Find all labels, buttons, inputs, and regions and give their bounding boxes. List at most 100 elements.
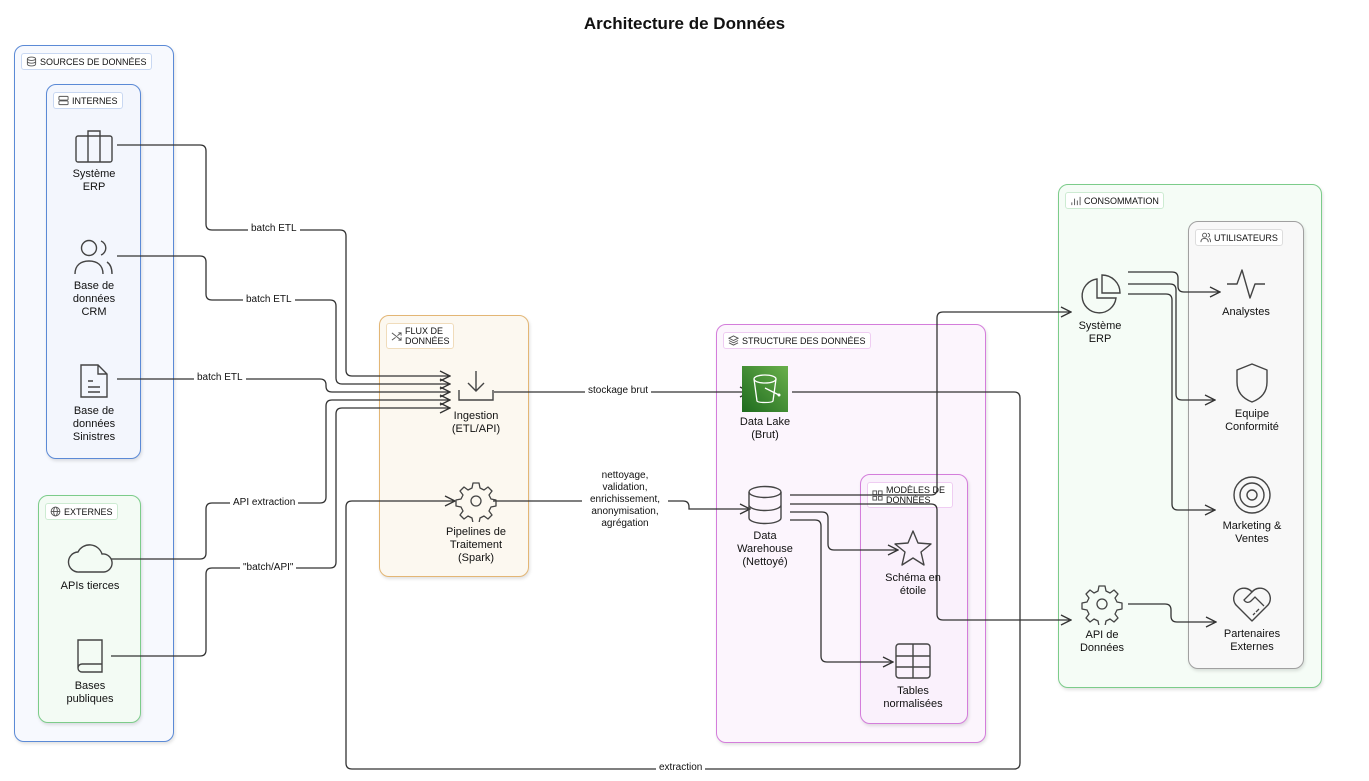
- edge-sinistres-ingestion: [117, 378, 450, 392]
- node-apis-tierces[interactable]: APIs tierces: [30, 540, 150, 593]
- group-label-text: INTERNES: [72, 95, 118, 106]
- group-label-text: EXTERNES: [64, 506, 113, 517]
- group-flux: FLUX DE DONNÉES: [379, 315, 529, 577]
- node-label: Equipe Conformité: [1225, 408, 1279, 433]
- table-icon: [895, 643, 931, 679]
- briefcase-icon: [75, 130, 113, 163]
- node-bases-publiques[interactable]: Bases publiques: [30, 636, 150, 706]
- node-label: Tables normalisées: [883, 685, 943, 710]
- handshake-heart-icon: [1233, 587, 1271, 622]
- diagram-title: Architecture de Données: [583, 14, 786, 33]
- book-icon: [77, 639, 103, 673]
- node-data-lake[interactable]: Data Lake (Brut): [705, 366, 825, 442]
- bar-chart-icon: [1071, 196, 1081, 206]
- node-marketing[interactable]: Marketing & Ventes: [1192, 474, 1312, 546]
- edge-erp-marketing: [1128, 293, 1215, 510]
- group-utilisateurs: UTILISATEURS: [1188, 221, 1304, 669]
- node-crm[interactable]: Base de données CRM: [34, 238, 154, 319]
- target-icon: [1233, 476, 1271, 514]
- group-label-structure: STRUCTURE DES DONNÉES: [723, 332, 871, 349]
- gear-icon: [1081, 585, 1123, 625]
- group-label-text: MODÈLES DE DONNÉES: [886, 485, 946, 505]
- group-label-text: CONSOMMATION: [1084, 195, 1159, 206]
- edge-api-partenaires: [1128, 603, 1216, 622]
- users-icon: [1200, 232, 1211, 243]
- node-tables-normalisees[interactable]: Tables normalisées: [853, 641, 973, 711]
- node-label: Data Warehouse (Nettoyé): [737, 530, 793, 568]
- group-label-externes: EXTERNES: [45, 503, 118, 520]
- edge-label-erp-batch: batch ETL: [248, 223, 300, 235]
- server-icon: [58, 95, 69, 106]
- node-schema-etoile[interactable]: Schéma en étoile: [853, 528, 973, 598]
- group-label-flux: FLUX DE DONNÉES: [386, 323, 454, 349]
- node-analystes[interactable]: Analystes: [1186, 266, 1306, 319]
- edge-label-crm-batch: batch ETL: [243, 294, 295, 306]
- node-label: Ingestion (ETL/API): [451, 410, 501, 435]
- edge-crm-ingestion: [117, 255, 450, 384]
- globe-icon: [50, 506, 61, 517]
- node-label: Système ERP: [1078, 320, 1122, 345]
- database-icon: [748, 485, 782, 525]
- edge-erp-conformite: [1128, 283, 1215, 400]
- activity-icon: [1227, 269, 1265, 299]
- edge-publiques-ingestion: [111, 408, 450, 657]
- node-label: Analystes: [1222, 306, 1270, 318]
- node-label: Bases publiques: [66, 680, 114, 705]
- layers-icon: [728, 335, 739, 346]
- edge-label-sinistres-batch: batch ETL: [194, 372, 246, 384]
- edge-label-api-extraction: API extraction: [230, 497, 299, 509]
- shield-icon: [1236, 363, 1268, 403]
- group-externes: EXTERNES: [38, 495, 141, 723]
- node-sinistres[interactable]: Base de données Sinistres: [34, 361, 154, 444]
- gear-icon: [455, 482, 497, 522]
- node-ingestion[interactable]: Ingestion (ETL/API): [416, 368, 536, 436]
- group-label-utilisateurs: UTILISATEURS: [1195, 229, 1283, 246]
- database-icon: [26, 56, 37, 67]
- node-label: Pipelines de Traitement (Spark): [446, 526, 506, 564]
- node-erp-consumer[interactable]: Système ERP: [1040, 274, 1160, 346]
- grid-icon: [872, 489, 883, 501]
- star-icon: [894, 530, 932, 566]
- bucket-icon: [742, 366, 788, 412]
- node-data-warehouse[interactable]: Data Warehouse (Nettoyé): [705, 484, 825, 569]
- node-label: Marketing & Ventes: [1222, 520, 1282, 545]
- group-label-text: SOURCES DE DONNÉES: [40, 56, 147, 67]
- node-label: Base de données CRM: [72, 280, 116, 318]
- edge-warehouse-schema: [790, 511, 898, 550]
- node-label: Base de données Sinistres: [72, 405, 116, 443]
- cloud-icon: [67, 544, 113, 573]
- download-tray-icon: [458, 371, 494, 401]
- node-api-donnees[interactable]: API de Données: [1042, 583, 1162, 655]
- edge-warehouse-erp: [790, 312, 1071, 496]
- group-label-consommation: CONSOMMATION: [1065, 192, 1164, 209]
- pie-chart-icon: [1081, 274, 1121, 314]
- users-icon: [74, 239, 113, 275]
- node-label: Schéma en étoile: [885, 572, 941, 597]
- node-conformite[interactable]: Equipe Conformité: [1192, 362, 1312, 434]
- group-label-sources: SOURCES DE DONNÉES: [21, 53, 152, 70]
- node-label: Partenaires Externes: [1223, 628, 1281, 653]
- edge-label-stockage-brut: stockage brut: [585, 385, 652, 397]
- group-label-internes: INTERNES: [53, 92, 123, 109]
- edge-label-extraction: extraction: [656, 762, 706, 774]
- edge-erp-analystes: [1128, 271, 1220, 292]
- document-icon: [80, 364, 108, 398]
- group-label-text: UTILISATEURS: [1214, 232, 1278, 243]
- node-label: API de Données: [1079, 629, 1125, 654]
- shuffle-icon: [391, 331, 402, 341]
- edge-pipelines-warehouse: [493, 500, 750, 509]
- edge-label-batch-api: "batch/API": [240, 562, 297, 574]
- group-label-text: FLUX DE DONNÉES: [405, 326, 450, 346]
- node-partenaires[interactable]: Partenaires Externes: [1192, 584, 1312, 654]
- node-label: Système ERP: [72, 168, 116, 193]
- edge-apis-ingestion: [111, 400, 450, 560]
- group-modeles: MODÈLES DE DONNÉES: [860, 474, 968, 724]
- node-label: Data Lake (Brut): [739, 416, 791, 441]
- edge-warehouse-tables: [790, 519, 893, 662]
- node-label: APIs tierces: [60, 580, 120, 592]
- edge-label-traitement: nettoyage, validation, enrichissement, a…: [582, 470, 668, 530]
- node-pipelines[interactable]: Pipelines de Traitement (Spark): [416, 480, 536, 565]
- edge-warehouse-api: [790, 503, 1071, 620]
- node-erp-source[interactable]: Système ERP: [34, 128, 154, 194]
